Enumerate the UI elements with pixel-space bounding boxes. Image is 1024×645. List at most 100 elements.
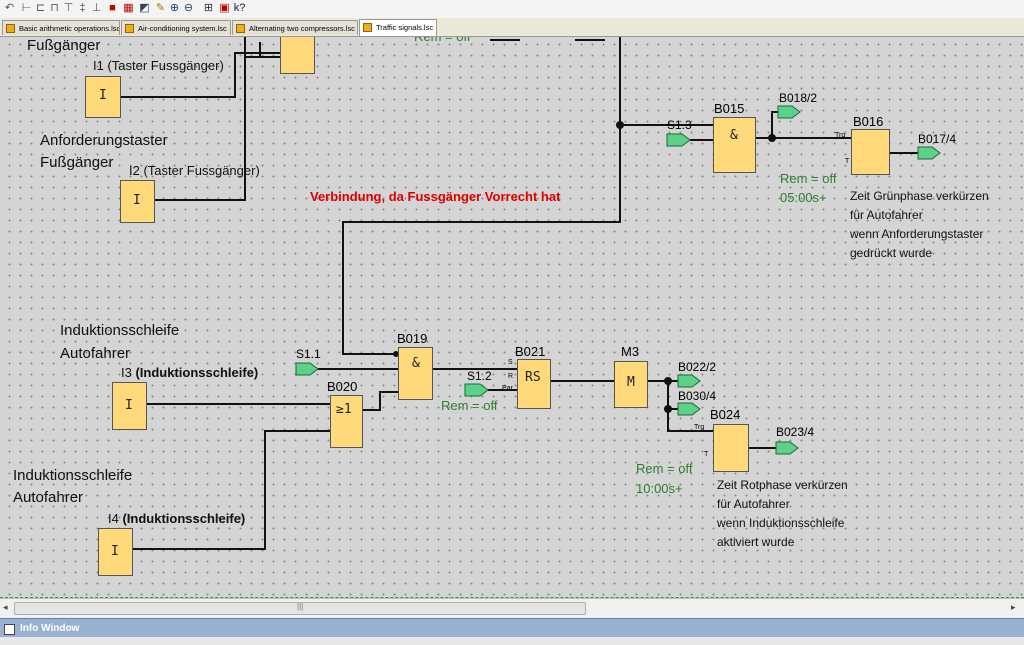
scroll-left-icon[interactable]: ◂ [3, 602, 8, 612]
or-block-b020[interactable]: ≥1 [330, 395, 363, 448]
input-block-i1[interactable]: I [85, 76, 121, 118]
zoom-out-icon[interactable]: ⊕ [169, 2, 180, 14]
file-icon [236, 24, 245, 33]
wire [771, 111, 778, 138]
b016-t-label: T [845, 158, 850, 165]
align-center-icon[interactable]: ⊓ [50, 2, 59, 14]
connector-label-s13: S1.3 [667, 118, 692, 132]
settings-icon[interactable]: ◩ [139, 2, 150, 14]
junction-dot [768, 134, 776, 142]
and-block-b015[interactable]: & [713, 117, 756, 173]
input-symbol: I [99, 88, 107, 103]
note-b024: Zeit Rotphase verkürzen für Autofahrer w… [717, 476, 848, 552]
info-window-body [0, 637, 1024, 645]
connector-label-b022: B022/2 [678, 360, 717, 374]
network-icon[interactable]: ⊞ [203, 2, 214, 14]
connector-s11[interactable] [295, 362, 319, 376]
b024-t-label: T [704, 451, 709, 458]
align-top-icon[interactable]: ⊤ [63, 2, 74, 14]
input-symbol: I [133, 193, 141, 208]
tab-bar: Basic arithmetic operations.lsc Air-cond… [0, 18, 1024, 37]
note-line: Zeit Rotphase verkürzen [717, 478, 848, 492]
help-icon[interactable]: ▣ [219, 2, 230, 14]
wire [155, 56, 280, 201]
top-rem-label: Rem = off [414, 37, 470, 46]
scroll-right-icon[interactable]: ▸ [1011, 602, 1016, 612]
block-name-b024: B024 [710, 407, 741, 422]
b021-s-label: S [508, 359, 513, 366]
zoom-in-icon[interactable]: ✎ [155, 2, 166, 14]
connector-b017[interactable] [917, 146, 941, 160]
grip-icon: ||| [297, 602, 304, 611]
label-autofahrer-1: Autofahrer [60, 345, 131, 362]
and-block-b019[interactable]: & [398, 347, 433, 400]
note-line: gedrückt wurde [850, 246, 933, 260]
flag-block-m3[interactable]: M [614, 361, 648, 408]
connector-b030[interactable] [677, 402, 701, 416]
tab-basic-arithmetic[interactable]: Basic arithmetic operations.lsc [2, 20, 120, 35]
connector-b022[interactable] [677, 374, 701, 388]
timer-block-b024[interactable] [713, 424, 749, 472]
info-window: Info Window [0, 618, 1024, 645]
align-vertical-icon[interactable]: ‡ [79, 2, 86, 14]
b016-rem: Rem = off [780, 171, 837, 186]
block-list-icon[interactable]: ■ [109, 2, 116, 14]
split-connector-icon[interactable]: ⊢ [21, 2, 32, 14]
connector-b018[interactable] [777, 105, 801, 119]
wire [667, 409, 713, 432]
rs-block-b021[interactable]: RS [517, 359, 551, 409]
tab-traffic-signals[interactable]: Traffic signals.lsc [359, 19, 437, 36]
wire [342, 37, 621, 355]
fit-window-icon[interactable]: ⊖ [183, 2, 194, 14]
input-block-i3[interactable]: I [112, 382, 147, 430]
connector-label-b017: B017/4 [918, 132, 957, 146]
input-symbol: I [111, 544, 119, 559]
window-icon [4, 624, 15, 635]
label-autofahrer-2: Autofahrer [13, 489, 84, 506]
timer-block-b016[interactable] [851, 129, 890, 175]
b016-trg-label: Trg [835, 132, 846, 139]
b016-time: 05:00s+ [780, 190, 827, 205]
input-symbol: I [125, 398, 133, 413]
connector-icon[interactable]: ↶ [4, 2, 15, 14]
file-icon [363, 23, 372, 32]
horizontal-scrollbar[interactable]: ◂ ||| ▸ [0, 598, 1024, 618]
label-fussganger: Fußgänger [27, 37, 101, 54]
label-induktionsschleife-1: Induktionsschleife [60, 322, 180, 339]
and-symbol: & [730, 128, 738, 143]
note-line: wenn Anforderungstaster [850, 227, 984, 241]
label-i4-bold: (Induktionsschleife) [122, 511, 246, 526]
tab-label: Air-conditioning system.lsc [138, 24, 227, 33]
input-block-i2[interactable]: I [120, 180, 155, 223]
junction-dot [664, 377, 672, 385]
help-icon[interactable]: k? [233, 2, 246, 14]
align-bottom-icon[interactable]: ⊥ [91, 2, 102, 14]
diagram-canvas[interactable]: Rem = off Fußgänger I1 (Taster Fussgänge… [0, 37, 1024, 598]
label-i4: I4 (Induktionsschleife) [108, 511, 245, 526]
tab-air-conditioning[interactable]: Air-conditioning system.lsc [121, 20, 231, 35]
connector-label-s12: S1.2 [467, 369, 492, 383]
junction-dot [664, 405, 672, 413]
junction-dot [393, 351, 399, 357]
wire [667, 381, 678, 410]
b021-par-label: Par [502, 385, 513, 392]
connector-b023[interactable] [775, 441, 799, 455]
scrollbar-thumb[interactable]: ||| [14, 602, 586, 615]
label-i1: I1 (Taster Fussgänger) [93, 58, 224, 73]
connector-s12[interactable] [464, 383, 489, 397]
flag-symbol: M [627, 375, 635, 390]
connector-label-s11: S1.1 [296, 347, 321, 361]
label-fussganger-2: Fußgänger [40, 154, 114, 171]
b021-r-label: R [508, 373, 514, 380]
b024-rem: Rem = off [636, 461, 693, 476]
simulation-icon[interactable]: ▦ [123, 2, 134, 14]
logic-block-top[interactable] [280, 37, 315, 74]
align-left-icon[interactable]: ⊏ [35, 2, 46, 14]
label-anforderungstaster: Anforderungstaster [40, 132, 168, 149]
tab-alternating-compressors[interactable]: Alternating two compressors.lsc [232, 20, 358, 35]
label-i2: I2 (Taster Fussgänger) [129, 163, 260, 178]
input-block-i4[interactable]: I [98, 528, 133, 576]
note-line: Zeit Grünphase verkürzen [850, 189, 989, 203]
connector-s13[interactable] [666, 133, 691, 147]
note-line: wenn Induktionsschleife [717, 516, 845, 530]
